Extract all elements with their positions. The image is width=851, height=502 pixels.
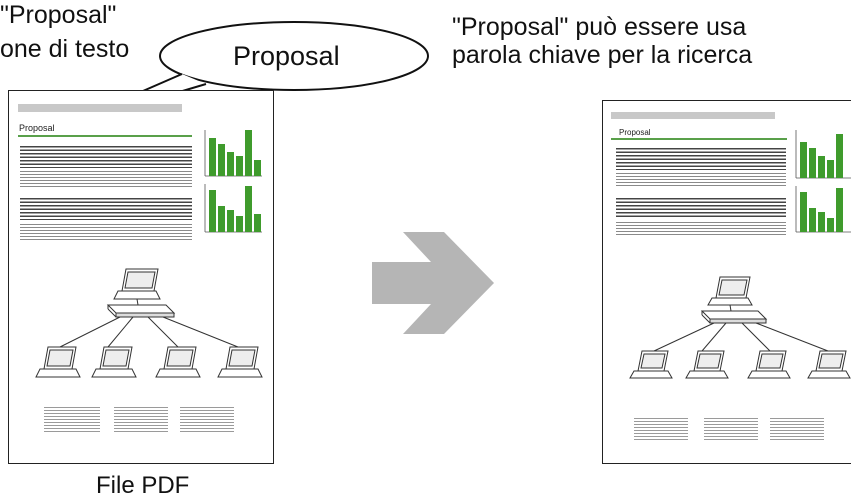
bubble-text: Proposal xyxy=(233,41,340,71)
mini-bar-chart xyxy=(795,130,851,233)
heading-rule xyxy=(18,135,192,137)
network-diagram xyxy=(35,268,263,378)
right-caption-line2: parola chiave per la ricerca xyxy=(452,41,753,69)
laptop-icon xyxy=(707,276,753,306)
footnote-text xyxy=(704,418,758,441)
paragraph xyxy=(616,148,786,170)
network-switch-icon xyxy=(106,304,176,318)
laptop-icon xyxy=(113,268,161,300)
heading-rule xyxy=(611,138,787,140)
page-heading: Proposal xyxy=(619,128,651,137)
laptop-icon xyxy=(91,346,137,378)
footnote-text xyxy=(44,407,100,432)
mini-bar-chart xyxy=(204,130,262,233)
laptop-icon xyxy=(747,350,791,379)
header-bar xyxy=(611,112,775,119)
paragraph xyxy=(616,198,786,218)
network-diagram xyxy=(629,276,851,379)
laptop-icon xyxy=(217,346,263,378)
footnote-text xyxy=(114,407,168,432)
laptop-icon xyxy=(807,350,851,379)
paragraph xyxy=(20,146,192,168)
laptop-icon xyxy=(35,346,81,378)
laptop-icon xyxy=(629,350,673,379)
left-caption-line2: one di testo xyxy=(0,35,130,63)
chart-top xyxy=(204,130,262,177)
paragraph xyxy=(616,222,786,237)
chart-top xyxy=(795,130,851,179)
right-caption-line1: "Proposal" può essere usa xyxy=(452,13,747,41)
laptop-icon xyxy=(155,346,201,378)
chart-bottom xyxy=(204,184,262,233)
header-bar xyxy=(18,104,182,112)
footnote-text xyxy=(634,418,688,441)
paragraph xyxy=(20,224,192,241)
paragraph xyxy=(20,171,192,188)
file-pdf-caption: File PDF xyxy=(96,472,190,499)
paragraph xyxy=(20,198,192,220)
network-switch-icon xyxy=(700,310,768,324)
footnote-text xyxy=(770,418,824,441)
footnote-text xyxy=(180,407,234,432)
laptop-icon xyxy=(685,350,729,379)
left-caption-line1: "Proposal" xyxy=(0,1,117,29)
paragraph xyxy=(616,173,786,188)
chart-bottom xyxy=(795,186,851,233)
page-heading: Proposal xyxy=(19,123,55,133)
